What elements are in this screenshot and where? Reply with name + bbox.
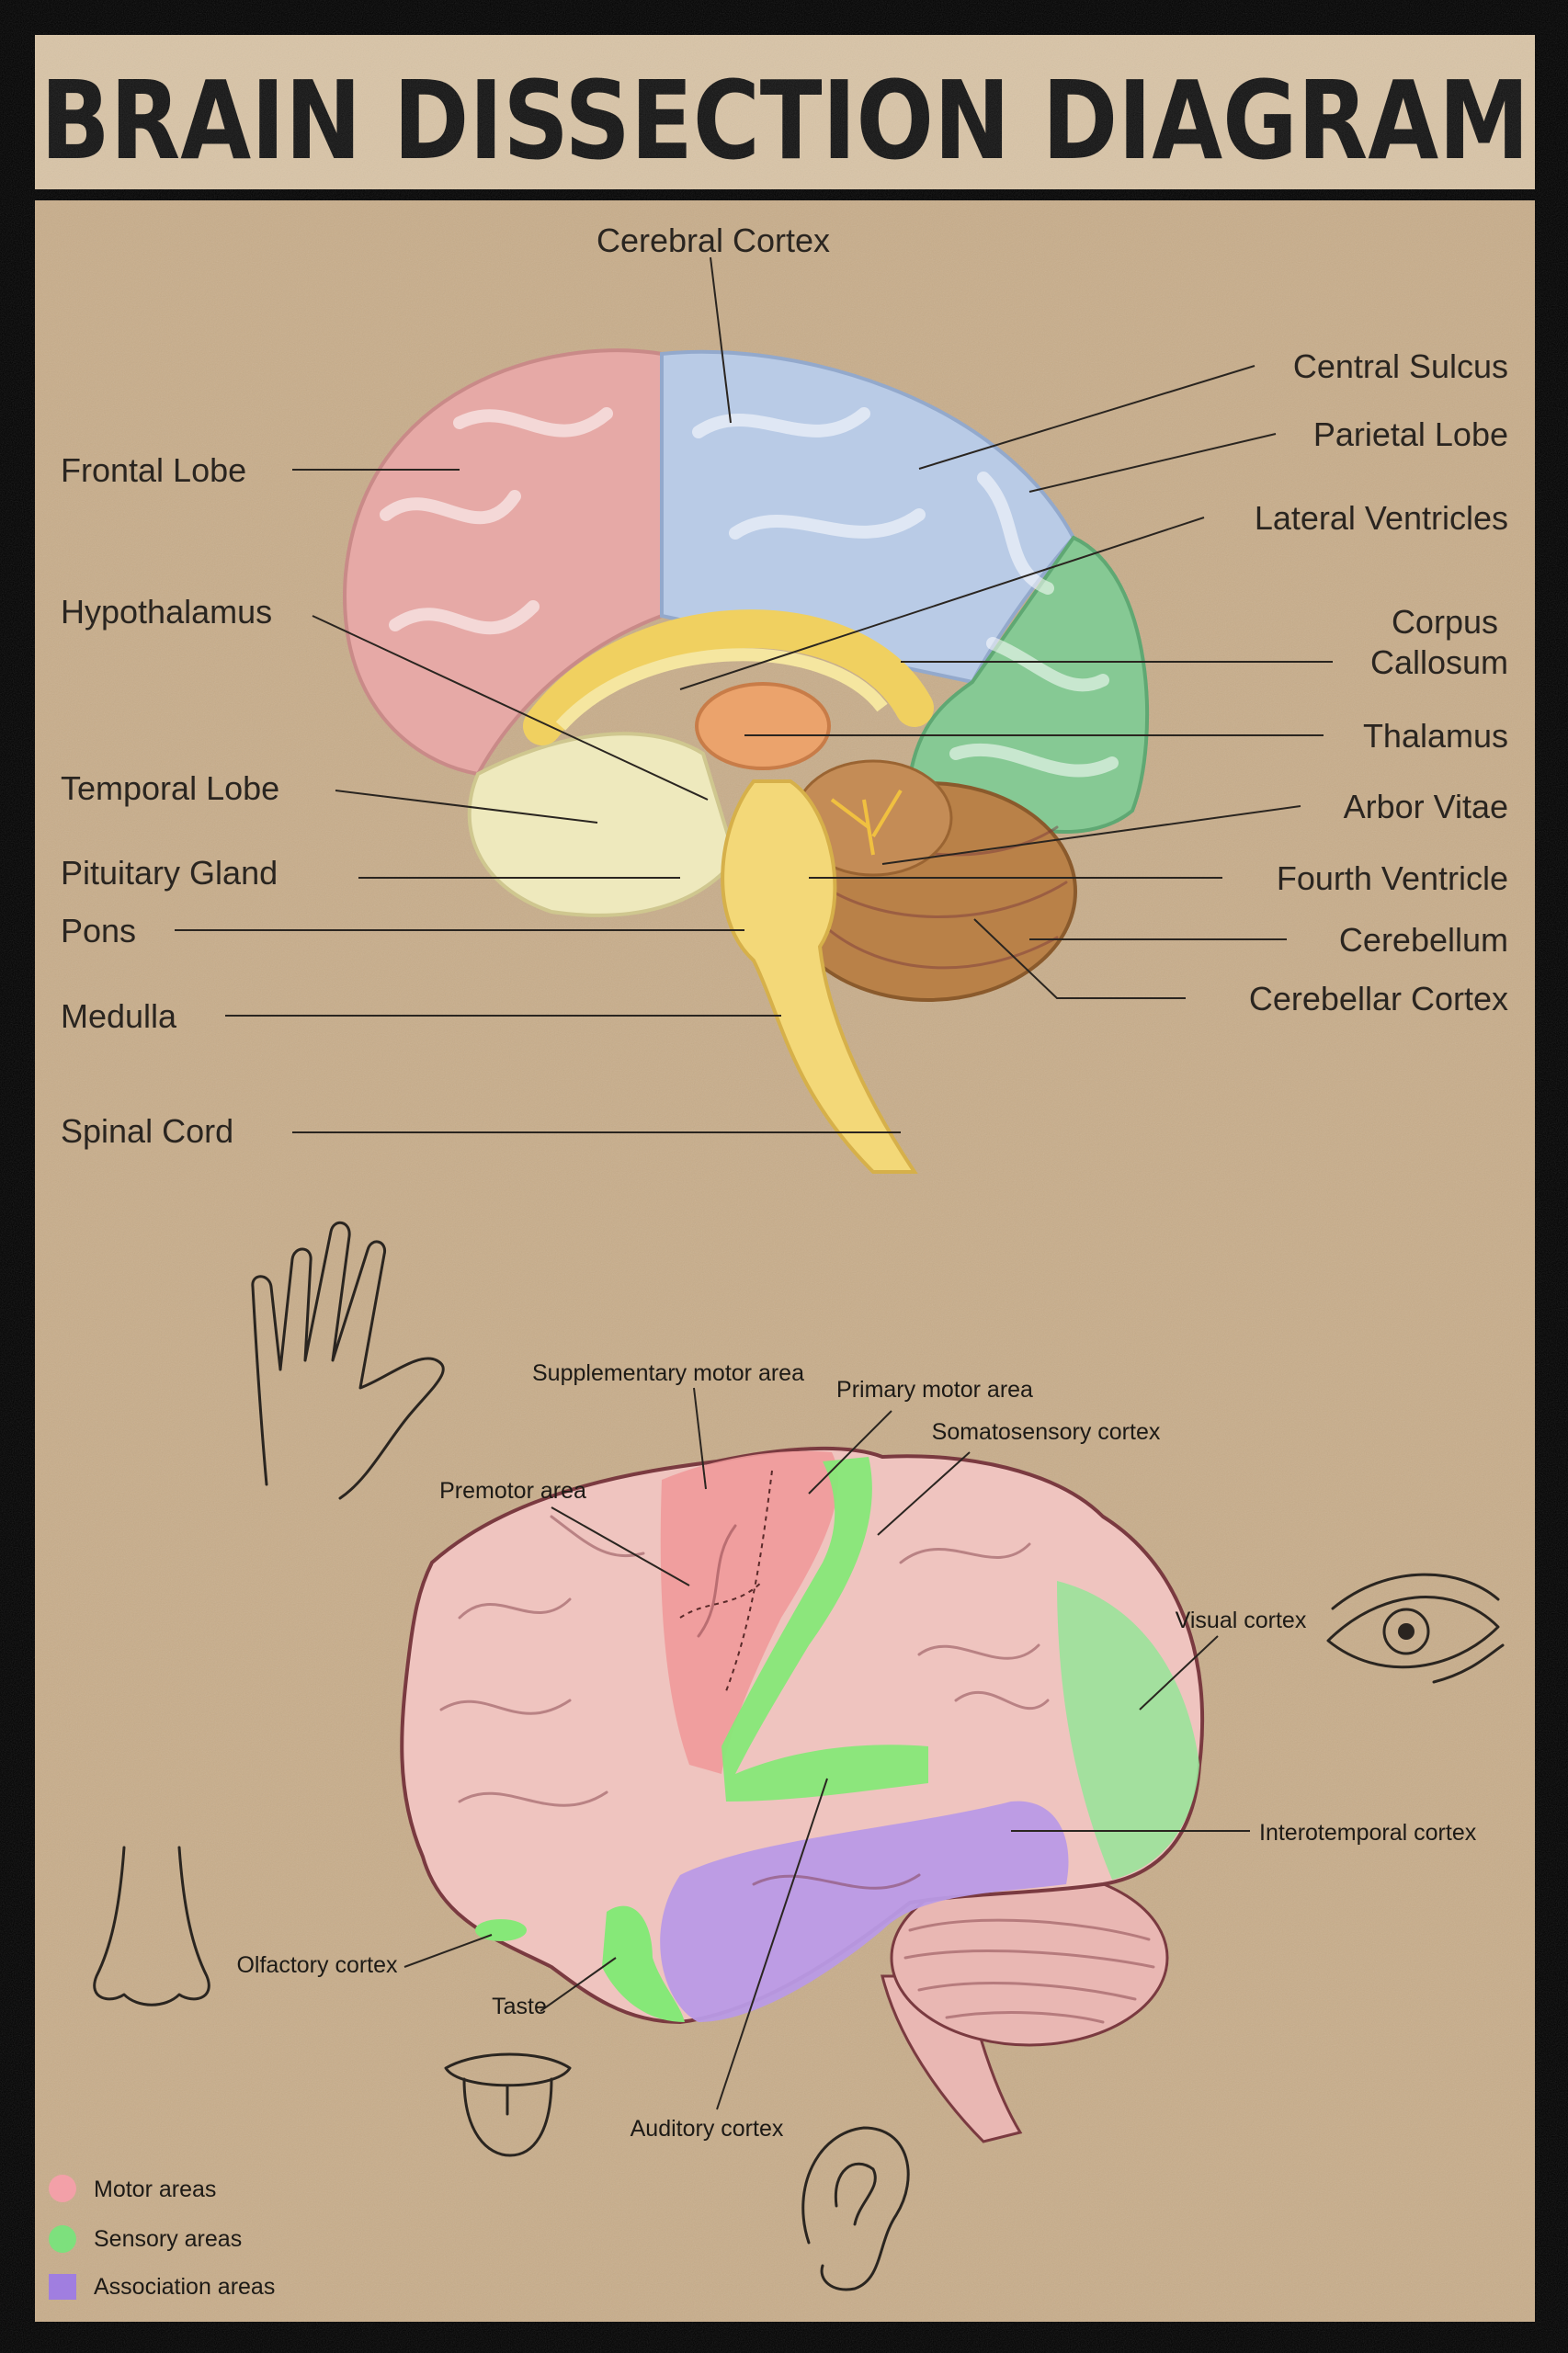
label-primary-motor-area: Primary motor area xyxy=(836,1377,1033,1403)
legend-swatch-motor xyxy=(49,2175,76,2202)
label-pons: Pons xyxy=(61,912,136,949)
lateral-leader-lines xyxy=(403,1387,1250,2110)
label-parietal-lobe: Parietal Lobe xyxy=(1313,415,1508,453)
title-band xyxy=(35,35,1535,189)
label-medulla: Medulla xyxy=(61,997,177,1035)
legend-label-sensory: Sensory areas xyxy=(94,2226,242,2252)
label-cerebral-cortex: Cerebral Cortex xyxy=(597,222,830,259)
label-thalamus: Thalamus xyxy=(1363,717,1508,755)
label-frontal-lobe: Frontal Lobe xyxy=(61,451,246,489)
label-olfactory-cortex: Olfactory cortex xyxy=(236,1952,398,1978)
thalamus-region xyxy=(695,682,831,770)
label-spinal-cord: Spinal Cord xyxy=(61,1112,233,1150)
eye-icon xyxy=(1326,1573,1505,1684)
brainstem-region xyxy=(721,779,918,1174)
label-central-sulcus: Central Sulcus xyxy=(1293,347,1508,385)
label-corpus: Corpus xyxy=(1392,603,1498,641)
label-hypothalamus: Hypothalamus xyxy=(61,593,272,631)
label-lateral-ventricles: Lateral Ventricles xyxy=(1255,499,1508,537)
legend: Motor areas Sensory areas Association ar… xyxy=(49,2175,275,2300)
lateral-brain-illustration xyxy=(400,1446,1204,2143)
hand-icon xyxy=(251,1222,445,1500)
label-cerebellum: Cerebellum xyxy=(1339,921,1508,959)
ear-icon xyxy=(801,2126,910,2291)
temporal-lobe-region xyxy=(467,732,738,917)
sagittal-labels: Cerebral Cortex Frontal Lobe Hypothalamu… xyxy=(61,222,1508,1150)
label-pituitary-gland: Pituitary Gland xyxy=(61,854,278,892)
taste-region xyxy=(602,1905,685,2022)
label-interotemporal-cortex: Interotemporal cortex xyxy=(1259,1820,1477,1846)
label-callosum: Callosum xyxy=(1370,643,1508,681)
nose-icon xyxy=(93,1846,210,2006)
sagittal-leader-lines xyxy=(175,256,1333,1133)
legend-label-association: Association areas xyxy=(94,2274,275,2300)
label-taste: Taste xyxy=(492,1994,547,2019)
corpus-callosum-region xyxy=(523,609,934,745)
page-title: BRAIN DISSECTION DIAGRAM xyxy=(40,57,1529,184)
occipital-lobe-region xyxy=(907,535,1149,834)
motor-area-region xyxy=(660,1450,838,1774)
association-area-region xyxy=(660,1801,1069,2022)
label-fourth-ventricle: Fourth Ventricle xyxy=(1277,859,1508,897)
lateral-labels: Supplementary motor area Primary motor a… xyxy=(236,1360,1476,2142)
label-arbor-vitae: Arbor Vitae xyxy=(1344,788,1508,825)
somatosensory-region xyxy=(722,1457,928,1802)
visual-cortex-region xyxy=(1057,1581,1199,1880)
legend-label-motor: Motor areas xyxy=(94,2177,216,2202)
label-temporal-lobe: Temporal Lobe xyxy=(61,769,279,807)
label-auditory-cortex: Auditory cortex xyxy=(631,2116,784,2142)
legend-swatch-association xyxy=(49,2274,76,2300)
legend-swatch-sensory xyxy=(49,2225,76,2253)
label-supplementary-motor-area: Supplementary motor area xyxy=(532,1360,804,1386)
label-visual-cortex: Visual cortex xyxy=(1176,1608,1307,1633)
label-premotor-area: Premotor area xyxy=(439,1478,586,1504)
label-cerebellar-cortex: Cerebellar Cortex xyxy=(1249,980,1508,1017)
label-somatosensory-cortex: Somatosensory cortex xyxy=(932,1419,1161,1445)
tongue-icon xyxy=(444,2052,572,2157)
